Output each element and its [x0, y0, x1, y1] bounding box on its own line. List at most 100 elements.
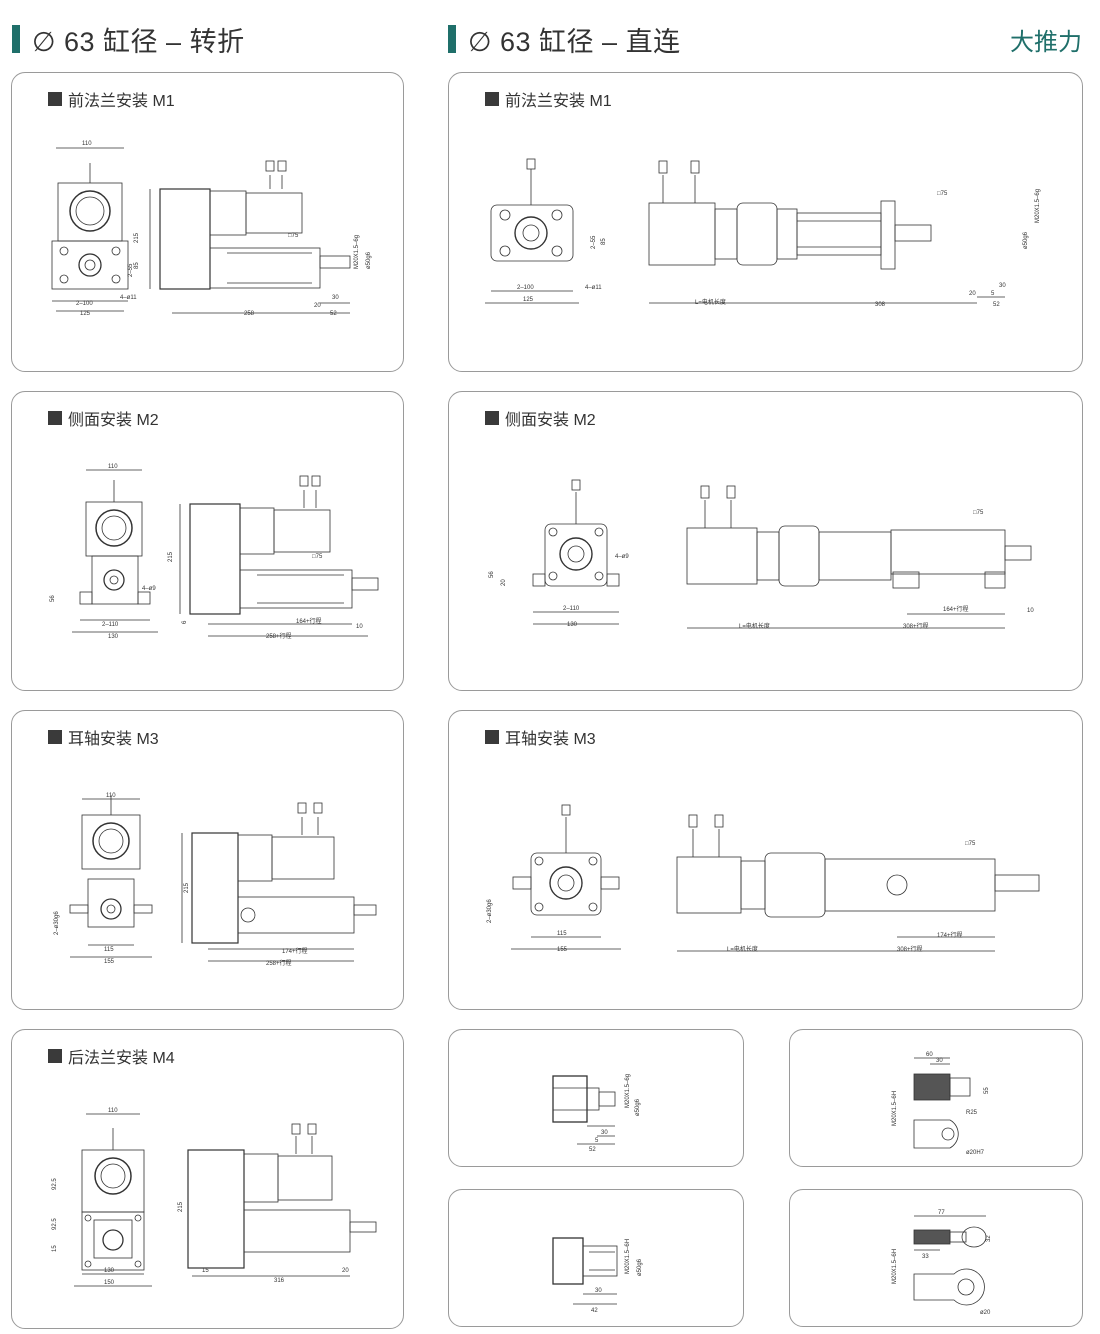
trunnion-pin: [240, 907, 256, 923]
front-flange-end-view: [490, 204, 574, 262]
dim-rod: ø50g6: [366, 251, 372, 269]
dim-length: 258+行程: [266, 632, 292, 640]
gearbox-side: [189, 503, 241, 615]
dim-thread: M20X1.5–6H: [892, 1249, 898, 1284]
dim-10: 10: [1027, 608, 1034, 614]
piston-rod: [319, 255, 351, 269]
dim-77: 77: [938, 1210, 945, 1216]
dim-115: 115: [557, 931, 567, 937]
adapter-housing: [764, 852, 826, 918]
dim-10: 10: [356, 624, 363, 630]
card-title: 侧面安装 M2: [48, 406, 159, 430]
dim-hole: 4–ø11: [120, 295, 137, 301]
dim-92-5-a: 92.5: [52, 1178, 58, 1190]
dim-42: 42: [591, 1308, 598, 1314]
dim-thread: M20X1.5–6H: [892, 1091, 898, 1126]
drawing-rod-male-thread: M20X1.5–6g ø50g6 30 5 52: [552, 1074, 641, 1153]
dim-56: 56: [50, 595, 56, 602]
dim-30: 30: [936, 1058, 943, 1064]
dim-pin: ø20H7: [966, 1150, 985, 1156]
left-section-heading: ∅ 63 缸径 – 转折: [12, 22, 245, 57]
dim-215: 215: [178, 1201, 184, 1212]
card-left-m3: 耳轴安装 M3 110 215 2–ø30g6 115 155 174+行程 2…: [11, 710, 404, 1010]
drawing-right-m1: 2–55 85 2–100 125 4–ø11 L=电机长度 308 □75 M…: [485, 158, 1041, 308]
dim-2-55: 2–55: [591, 235, 597, 249]
front-flange-side: [880, 200, 896, 270]
adapter-housing: [778, 525, 820, 587]
motor-coupling: [239, 507, 275, 555]
motor-coupling: [243, 1153, 279, 1203]
dim-56: 56: [489, 571, 495, 578]
detail-rod-female-thread: M20X1.5–6H ø50g6 30 42: [448, 1189, 744, 1327]
square-bullet-icon: [485, 92, 499, 106]
square-bullet-icon: [485, 730, 499, 744]
piston-rod: [994, 874, 1040, 892]
drawing-rod-female-thread: M20X1.5–6H ø50g6 30 42: [552, 1237, 643, 1314]
housing-ring: [776, 208, 798, 260]
square-bullet-icon: [48, 411, 62, 425]
dim-stroke: 174+行程: [282, 947, 308, 955]
dim-32: 32: [986, 1235, 992, 1242]
dim-thread: M20X1.5–6g: [1035, 189, 1041, 223]
motor-body: [271, 836, 335, 880]
gearbox-end-view: [91, 555, 139, 605]
dim-2-110: 2–110: [563, 606, 580, 612]
piston-rod: [1004, 545, 1032, 561]
cylinder-body: [796, 212, 882, 256]
dim-rod: ø50g6: [635, 1098, 641, 1116]
dim-30: 30: [595, 1288, 602, 1294]
dim-trunnion: 2–ø30g6: [487, 899, 493, 923]
dim-60: 60: [926, 1052, 933, 1058]
dim-125: 125: [523, 297, 534, 303]
dim-115: 115: [104, 947, 114, 953]
square-bullet-icon: [48, 92, 62, 106]
card-left-m4: 后法兰安装 M4 110 215 92.5 92.5 15 130 150 31…: [11, 1029, 404, 1329]
dim-110: 110: [82, 141, 92, 147]
dim-15: 15: [52, 1245, 58, 1252]
dim-55: 55: [984, 1087, 990, 1094]
side-foot-rear: [892, 571, 920, 589]
dim-110: 110: [108, 1108, 118, 1114]
square-bullet-icon: [48, 730, 62, 744]
card-title: 后法兰安装 M4: [48, 1044, 175, 1068]
dim-length: 258+行程: [266, 959, 292, 967]
dim-85: 85: [134, 262, 140, 269]
high-thrust-tag: 大推力: [1010, 29, 1082, 56]
drawing-right-m2: 56 20 2–110 130 4–ø9 L=电机长度 164+行程 308+行…: [489, 479, 1034, 630]
dim-hole: 4–ø11: [585, 285, 602, 291]
dim-85: 85: [601, 238, 607, 245]
gearbox-side: [159, 188, 211, 290]
dim-30: 30: [601, 1130, 608, 1136]
cylinder-front: [890, 529, 1006, 575]
motor-coupling: [209, 190, 247, 236]
dim-20: 20: [342, 1268, 349, 1274]
card-title: 耳轴安装 M3: [485, 725, 596, 749]
dim-5: 5: [595, 1138, 599, 1144]
motor-body: [686, 527, 758, 585]
motor-coupling: [237, 834, 273, 882]
drawing-left-m3: 110 215 2–ø30g6 115 155 174+行程 258+行程: [54, 793, 377, 967]
detail-clevis: 60 30 55 M20X1.5–6H R25 ø20H7: [789, 1029, 1083, 1167]
dim-stroke: 174+行程: [937, 931, 963, 939]
detail-rod-eye: 77 33 M20X1.5–6H 32 ø20: [789, 1189, 1083, 1327]
detail-rod-male-thread: M20X1.5–6g ø50g6 30 5 52: [448, 1029, 744, 1167]
gearbox-end-view: [87, 878, 135, 928]
left-heading-text: ∅ 63 缸径 – 转折: [32, 26, 245, 57]
dim-20: 20: [314, 303, 321, 309]
dim-trunnion: 2–ø30g6: [54, 911, 60, 935]
cylinder-body: [239, 569, 353, 609]
drawing-clevis: 60 30 55 M20X1.5–6H R25 ø20H7: [892, 1052, 990, 1156]
dim-155: 155: [104, 959, 115, 965]
dim-316: 316: [274, 1278, 285, 1284]
dim-30: 30: [999, 283, 1006, 289]
dim-215: 215: [184, 882, 190, 893]
dim-rod: ø50g6: [1023, 231, 1029, 249]
gearbox-side: [187, 1149, 245, 1269]
dim-r25: R25: [966, 1110, 978, 1116]
card-right-m2: 侧面安装 M2 56 20 2–110 130 4–ø9 L=电机长度 164+…: [448, 391, 1083, 691]
dim-square-75: □75: [937, 191, 948, 197]
card-right-m1: 前法兰安装 M1 2–55 85 2–100 125 4–ø11 L=电机长度 …: [448, 72, 1083, 372]
drawing-left-m1: 110 215 2–55 85 2–100 125 4–ø11 258 □75 …: [51, 141, 372, 317]
dim-2-55: 2–55: [128, 263, 134, 277]
dim-2-100: 2–100: [517, 285, 534, 291]
